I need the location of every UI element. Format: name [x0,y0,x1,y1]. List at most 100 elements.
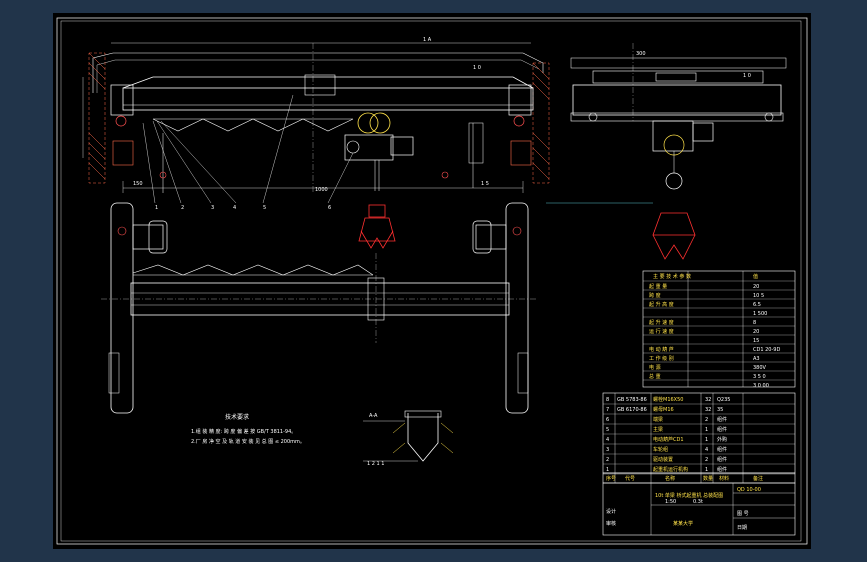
bom-cell: 6 [606,417,609,423]
spec-cell: A3 [753,356,760,362]
bom-header-qty: 数量 [703,475,713,482]
grab-bucket-icon [358,204,396,249]
spec-cell: CD1 20-9D [753,347,780,353]
title-designer: 设计 [606,508,616,515]
note-1: 1.组 装 精 度: 跨 度 偏 差 按 GB/T 3811-94。 [191,428,296,435]
bom-cell: 驱动装置 [653,456,673,463]
spec-cell: 380V [753,365,767,371]
bom-header-material: 材料 [719,475,729,482]
bom-cell: 螺栓M16X50 [653,396,683,403]
bom-cell: 7 [606,407,609,413]
bom-cell: 车轮组 [653,446,668,453]
bom-cell: Q235 [717,397,730,403]
bom-cell: 32 [705,397,711,403]
title-school: 某某大学 [673,520,693,527]
specs-header-param: 主 要 技 术 参 数 [653,273,691,280]
leader-2: 2 [181,205,184,211]
bom-cell: 3 [606,447,609,453]
bom-cell: 32 [705,407,711,413]
spec-cell: 6.5 [753,302,761,308]
bom-header-remark: 备注 [753,475,763,482]
bom-cell: 端梁 [653,416,663,423]
side-view [546,43,787,204]
bom-cell: 组件 [717,466,727,473]
outer-frame [56,17,808,545]
bom-cell: 起重机运行机构 [653,466,688,473]
bom-cell: 35 [717,407,723,413]
leader-4: 4 [233,205,236,211]
bom-cell: 8 [606,397,609,403]
section-detail [363,410,454,462]
title-name: 10t 单梁 桥式起重机 总装配图 [655,492,723,499]
bom-cell: 组件 [717,426,727,433]
bom-cell: 4 [606,437,609,443]
section-label: A-A [369,413,378,419]
title-scale: 1:50 [665,499,676,505]
drawing-sheet: 1 A 150 1000 1 5 1 0 1 2 3 4 5 6 [53,13,811,549]
bom-cell: 1 [705,437,708,443]
spec-cell: 总 重 [649,373,661,380]
spec-cell: 起 升 速 度 [649,319,674,326]
spec-cell: 起 升 高 度 [649,301,674,308]
inner-frame [60,20,802,542]
side-dim-mid: 1 0 [743,73,751,79]
leader-lines [142,94,354,204]
title-date: 日期 [737,525,747,531]
dim-right-small2: 1 0 [473,65,481,71]
note-2: 2.厂 房 净 空 及 轨 道 安 装 见 总 图 ≤ 200mm。 [191,438,305,445]
bom-cell: 1 [705,467,708,473]
spec-cell: 8 [753,320,756,326]
bom-cell: 主梁 [653,426,663,433]
bom-cell: 5 [606,427,609,433]
spec-cell: 15 [753,338,759,344]
bom-header-no: 序号 [606,475,616,482]
plan-view [101,202,538,414]
bom-cell: 电动葫芦CD1 [653,436,684,443]
bom-header: 序号 代号 名称 数量 材料 备注 [606,475,763,482]
bom-cell: 外购 [717,436,727,443]
bom-header-name: 名称 [665,475,675,482]
spec-cell: 运 行 速 度 [649,328,674,335]
dim-span-bottom: 1000 [315,187,328,193]
bom-cell: 组件 [717,456,727,463]
leader-6: 6 [328,205,331,211]
spec-cell: 工 作 级 别 [649,355,674,362]
section-bottom: 1 2 1 1 [367,461,385,467]
spec-cell: 电 动 葫 芦 [649,346,674,353]
bom-header-code: 代号 [625,475,635,482]
bom-cell: 2 [705,417,708,423]
bom-cell: 1 [705,427,708,433]
specs-header-value: 值 [753,273,758,280]
spec-cell: 20 [753,329,759,335]
notes-title: 技术要求 [225,413,249,421]
title-checker: 审核 [606,520,616,527]
bom-table [602,392,796,536]
bom-cell: 2 [606,457,609,463]
bom-cell: 组件 [717,416,727,423]
title-drawing-no: QD 10-00 [737,487,761,493]
bom-cell: GB 6170-86 [617,407,647,413]
specs-table [642,270,796,388]
spec-cell: 10 5 [753,293,764,299]
dim-150: 150 [133,181,143,187]
spec-cell: 电 源 [649,364,661,371]
leader-5: 5 [263,205,266,211]
bom-cell: GB 5783-86 [617,397,647,403]
bom-cell: 螺母M16 [653,406,674,413]
crane-assembly-drawing: 1 A 150 1000 1 5 1 0 1 2 3 4 5 6 [56,17,808,545]
spec-cell: 跨 度 [649,292,661,299]
bom-cell: 组件 [717,446,727,453]
dim-top-span: 1 A [423,37,432,43]
bom-cell: 4 [705,447,708,453]
side-grab-bucket-icon [652,212,696,260]
spec-cell: 3 5 0 [753,374,766,380]
spec-cell: 1 500 [753,311,767,317]
leader-3: 3 [211,205,214,211]
title-weight: 0.3t [693,499,703,505]
front-elevation: 1 A 150 1000 1 5 1 0 [82,37,550,249]
spec-cell: 3 0 00 [753,383,769,389]
title-sheet: 图 号 [737,511,749,517]
spec-cell: 20 [753,284,759,290]
